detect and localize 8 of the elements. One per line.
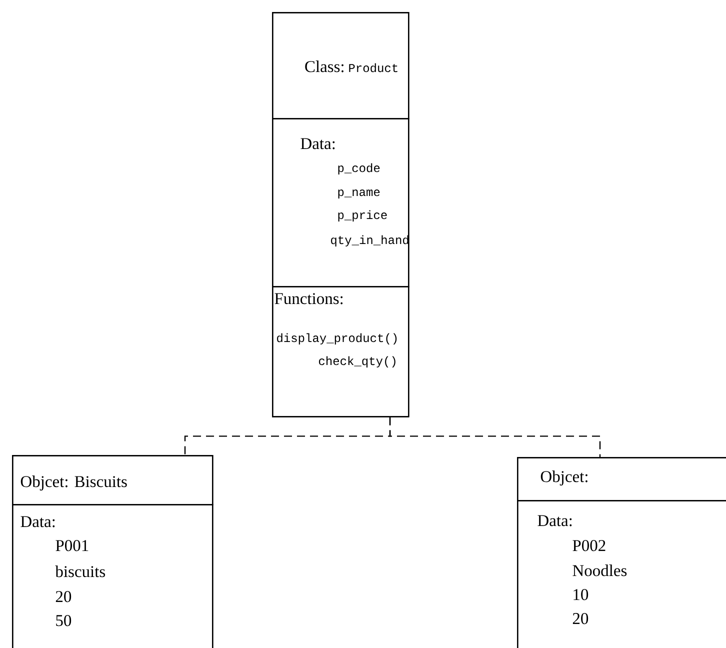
object-name-compartment: Objcet: Biscuits — [12, 455, 214, 506]
object-name-compartment: Objcet: — [517, 457, 726, 502]
data-compartment: Data: P002 Noodles 10 20 — [517, 500, 726, 648]
connector — [389, 417, 601, 457]
class-name-compartment: Class: Product — [272, 12, 410, 120]
data-compartment: Data: P001 biscuits 20 50 — [12, 504, 214, 648]
functions-compartment: Functions: display_product() check_qty() — [272, 286, 410, 418]
data-compartment: Data: p_code p_name p_price qty_in_hand — [272, 118, 410, 288]
